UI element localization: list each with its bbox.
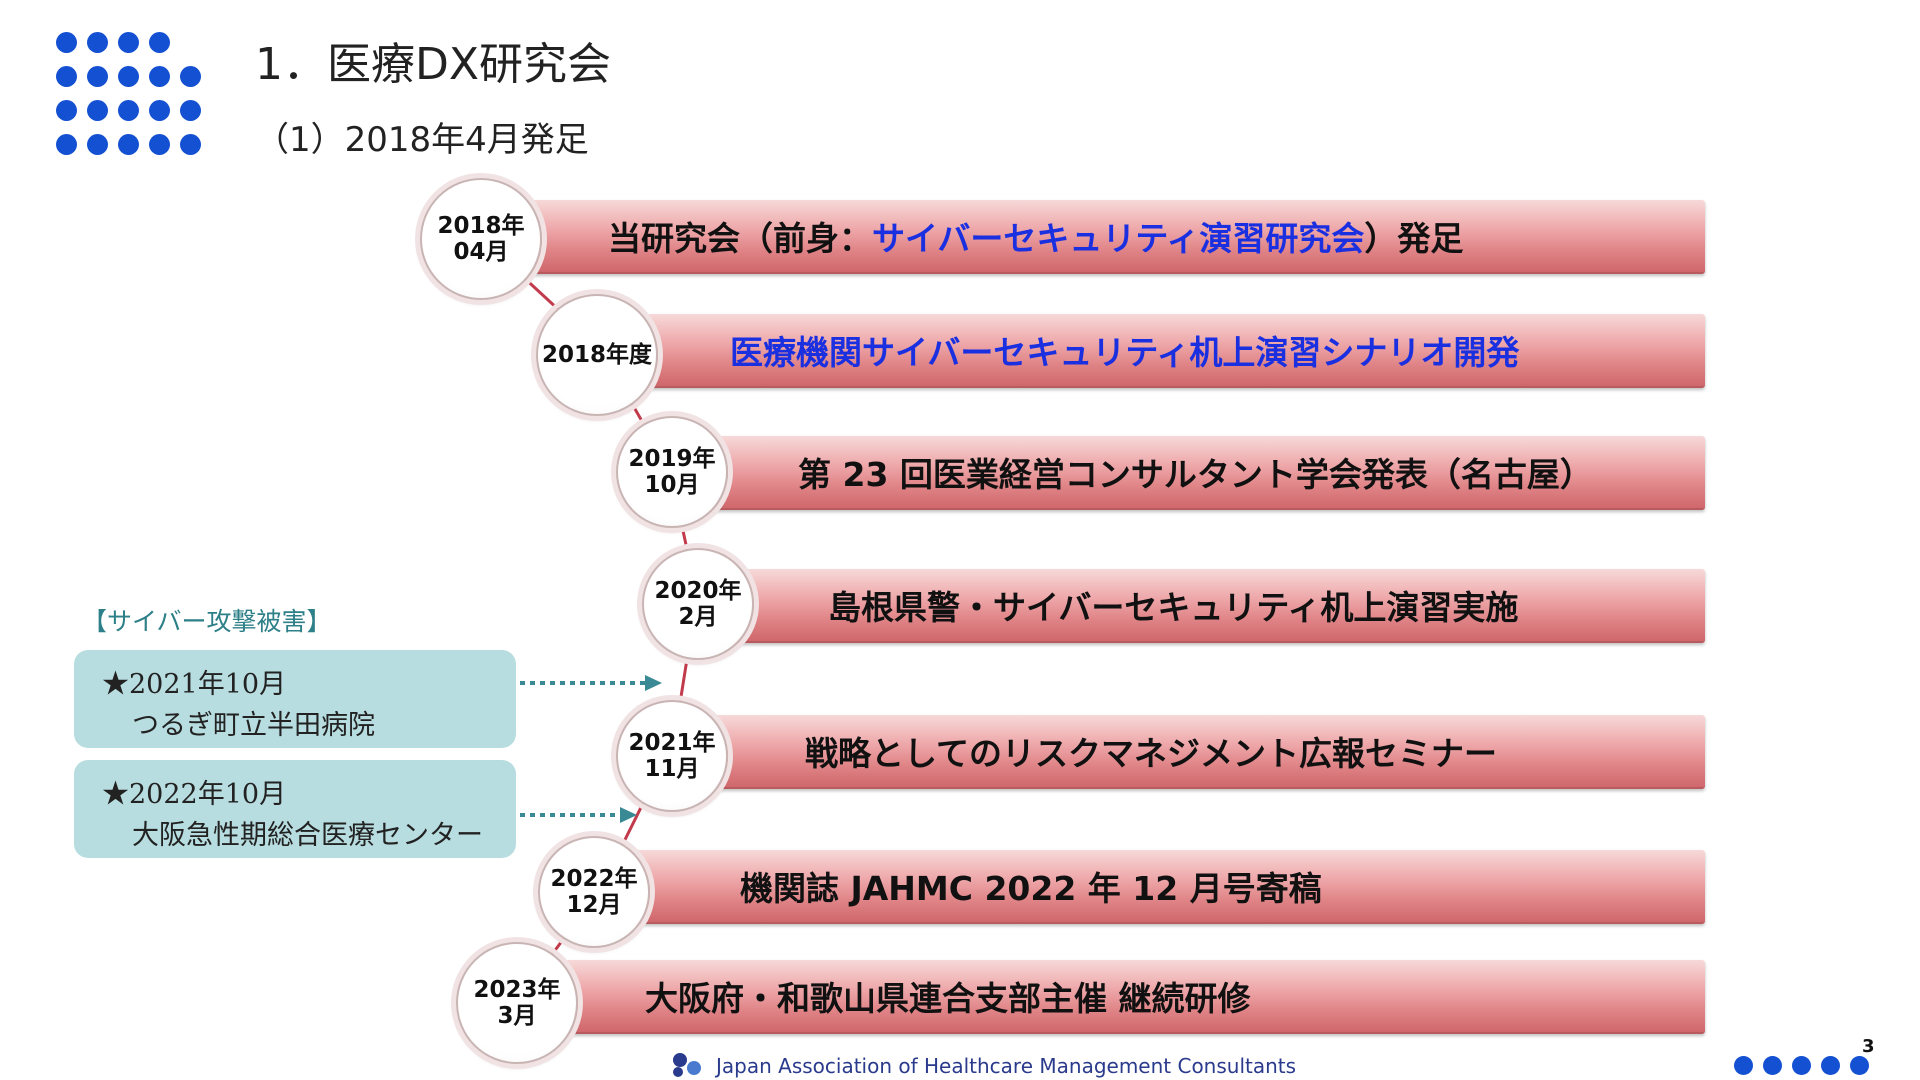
date-month: 12月 <box>566 892 622 918</box>
arrow-head-2 <box>620 807 637 823</box>
date-circle-2021-11: 2021年 11月 <box>616 700 728 812</box>
date-year: 2021年 <box>628 729 716 756</box>
event-highlight: サイバーセキュリティ演習研究会 <box>872 219 1365 258</box>
event-text: 戦略としてのリスクマネジメント広報セミナー <box>805 734 1498 773</box>
timeline-bar-2020-02: 島根県警・サイバーセキュリティ机上演習実施 <box>720 569 1705 643</box>
date-month: 04月 <box>453 239 509 265</box>
date-year: 2022年 <box>550 865 638 892</box>
attack-hospital: つるぎ町立半田病院 <box>132 710 375 741</box>
attack-item-2: ★2022年10月 大阪急性期総合医療センター <box>74 760 516 858</box>
attack-section-label: 【サイバー攻撃被害】 <box>82 607 332 636</box>
date-year: 2018年度 <box>541 341 652 368</box>
date-year: 2018年 <box>437 212 525 239</box>
attack-date: ★2022年10月 <box>102 779 287 810</box>
event-text: 第 23 回医業経営コンサルタント学会発表（名古屋） <box>798 455 1593 494</box>
arrow-head-1 <box>645 675 662 691</box>
date-circle-2018-04: 2018年 04月 <box>420 178 542 300</box>
organization-logo-icon <box>673 1053 701 1077</box>
date-circle-2018-fy: 2018年度 <box>536 294 658 416</box>
date-circle-2020-02: 2020年 2月 <box>642 548 754 660</box>
date-month: 3月 <box>497 1003 537 1029</box>
event-text-end: ）発足 <box>1364 219 1464 258</box>
timeline-bar-2018-fy: 医療機関サイバーセキュリティ机上演習シナリオ開発 <box>610 314 1705 388</box>
event-highlight: 医療機関サイバーセキュリティ机上演習シナリオ開発 <box>730 333 1520 372</box>
attack-item-1: ★2021年10月 つるぎ町立半田病院 <box>74 650 516 748</box>
event-text: 島根県警・サイバーセキュリティ机上演習実施 <box>828 588 1519 627</box>
timeline-bar-2023-03: 大阪府・和歌山県連合支部主催 継続研修 <box>540 960 1705 1034</box>
footer-organization: Japan Association of Healthcare Manageme… <box>716 1054 1297 1078</box>
date-month: 11月 <box>644 756 700 782</box>
page-number: 3 <box>1862 1036 1875 1057</box>
timeline-bar-2021-11: 戦略としてのリスクマネジメント広報セミナー <box>690 715 1705 789</box>
timeline-bar-2019-10: 第 23 回医業経営コンサルタント学会発表（名古屋） <box>690 436 1705 510</box>
page-subtitle: （1）2018年4月発足 <box>255 120 589 160</box>
date-circle-2019-10: 2019年 10月 <box>616 416 728 528</box>
event-text: 大阪府・和歌山県連合支部主催 継続研修 <box>645 979 1251 1018</box>
date-year: 2020年 <box>654 577 742 604</box>
attack-date: ★2021年10月 <box>102 669 287 700</box>
page-title: 1．医療DX研究会 <box>255 39 612 90</box>
event-text: 機関誌 JAHMC 2022 年 12 月号寄稿 <box>740 869 1322 908</box>
timeline-bar-2022-12: 機関誌 JAHMC 2022 年 12 月号寄稿 <box>610 850 1705 924</box>
timeline-bar-2018-04: 当研究会（前身：サイバーセキュリティ演習研究会）発足 <box>500 200 1705 274</box>
date-year: 2023年 <box>473 976 561 1003</box>
attack-hospital: 大阪急性期総合医療センター <box>132 820 483 851</box>
date-month: 2月 <box>678 604 718 630</box>
date-month: 10月 <box>644 472 700 498</box>
event-text: 当研究会（前身： <box>608 219 872 258</box>
date-year: 2019年 <box>628 445 716 472</box>
date-circle-2022-12: 2022年 12月 <box>538 836 650 948</box>
date-circle-2023-03: 2023年 3月 <box>456 942 578 1064</box>
